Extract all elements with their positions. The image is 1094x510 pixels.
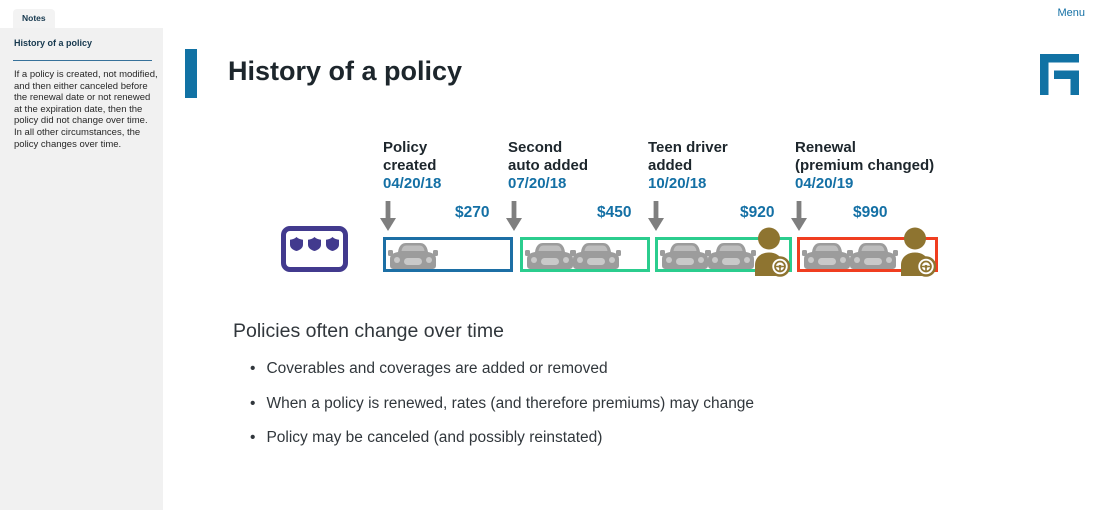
event-label-renewal: Renewal (premium changed) 04/20/19: [795, 139, 934, 193]
down-arrow-icon: [648, 201, 664, 231]
car-icon: [525, 241, 575, 269]
car-icon: [802, 241, 852, 269]
page-title: History of a policy: [228, 56, 463, 86]
person-with-steering-wheel-icon: [750, 227, 790, 277]
body-heading: Policies often change over time: [233, 320, 504, 342]
event-date: 07/20/18: [508, 175, 567, 192]
event-label-line: Second: [508, 139, 563, 156]
premium-value: $270: [455, 204, 490, 221]
event-label-line: added: [648, 157, 693, 174]
event-label-line: (premium changed): [795, 157, 935, 174]
policy-period-box-2: [520, 237, 650, 272]
notes-body-text: If a policy is created, not modified, an…: [14, 69, 158, 150]
down-arrow-icon: [506, 201, 522, 231]
car-icon: [848, 241, 898, 269]
bullet-item: When a policy is renewed, rates (and the…: [250, 395, 754, 413]
policyholders-card-icon: [281, 226, 348, 272]
event-label-line: Policy: [383, 139, 428, 156]
clipped-text-sliver: [214, 505, 414, 510]
premium-value: $450: [597, 204, 632, 221]
shield-icon: [308, 237, 321, 251]
premium-value: $920: [740, 204, 775, 221]
event-date: 10/20/18: [648, 175, 707, 192]
car-icon: [388, 241, 438, 269]
guidewire-logo-icon: [1040, 54, 1079, 95]
down-arrow-icon: [380, 201, 396, 231]
bullet-item: Policy may be canceled (and possibly rei…: [250, 429, 754, 447]
notes-sidebar: History of a policy If a policy is creat…: [0, 28, 163, 510]
car-icon: [706, 241, 756, 269]
event-label-second-auto: Second auto added 07/20/18: [508, 139, 588, 193]
premium-value: $990: [853, 204, 888, 221]
car-icon: [660, 241, 710, 269]
title-accent-bar: [185, 49, 197, 98]
down-arrow-icon: [791, 201, 807, 231]
car-icon: [571, 241, 621, 269]
policy-period-box-1: [383, 237, 513, 272]
event-label-line: Teen driver: [648, 139, 728, 156]
notes-divider: [13, 60, 152, 61]
event-label-teen-driver: Teen driver added 10/20/18: [648, 139, 728, 193]
event-label-line: created: [383, 157, 437, 174]
event-label-line: Renewal: [795, 139, 856, 156]
event-date: 04/20/18: [383, 175, 442, 192]
shield-icon: [290, 237, 303, 251]
notes-heading: History of a policy: [14, 38, 93, 48]
menu-link[interactable]: Menu: [1057, 7, 1085, 19]
shield-icon: [326, 237, 339, 251]
person-with-steering-wheel-icon: [896, 227, 936, 277]
bullet-list: Coverables and coverages are added or re…: [250, 360, 754, 464]
tab-notes[interactable]: Notes: [13, 9, 55, 28]
event-label-line: auto added: [508, 157, 589, 174]
event-label-policy-created: Policy created 04/20/18: [383, 139, 441, 193]
bullet-item: Coverables and coverages are added or re…: [250, 360, 754, 378]
event-date: 04/20/19: [795, 175, 854, 192]
